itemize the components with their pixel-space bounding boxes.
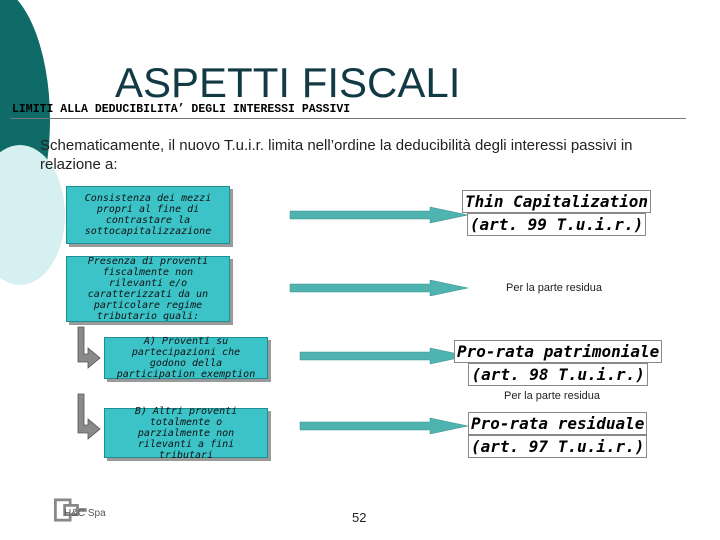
- result-thin-cap-line1: Thin Capitalization: [462, 190, 652, 213]
- intro-text: Schematicamente, il nuovo T.u.i.r. limit…: [40, 137, 633, 173]
- note-parte-residua-2: Per la parte residua: [504, 390, 600, 402]
- arrow-to-pro-rata-residuale: [299, 417, 469, 435]
- slide-subtitle: LIMITI ALLA DEDUCIBILITA’ DEGLI INTERESS…: [12, 103, 351, 116]
- result-thin-capitalization: Thin Capitalization (art. 99 T.u.i.r.): [462, 190, 652, 236]
- result-pro-rata-patrimoniale: Pro-rata patrimoniale (art. 98 T.u.i.r.): [454, 340, 663, 386]
- arrow-to-thin-cap: [289, 206, 469, 224]
- box-altri-proventi: B) Altri proventi totalmente o parzialme…: [104, 406, 268, 461]
- company-logo-text: H&C Spa: [64, 508, 106, 519]
- result-residuale-line1: Pro-rata residuale: [468, 412, 648, 435]
- arrow-to-residua-1: [289, 279, 469, 297]
- box-mezzi-propri: Consistenza dei mezzi propri al fine di …: [66, 186, 230, 244]
- arrow-to-pro-rata-patrimoniale: [299, 347, 469, 365]
- result-patrimoniale-line1: Pro-rata patrimoniale: [454, 340, 663, 363]
- result-residuale-line2: (art. 97 T.u.i.r.): [468, 435, 648, 458]
- slide-title: ASPETTI FISCALI: [115, 59, 461, 106]
- bent-arrow-a: [77, 326, 101, 369]
- page-number: 52: [352, 510, 367, 525]
- bent-arrow-b: [77, 393, 101, 440]
- result-thin-cap-line2: (art. 99 T.u.i.r.): [466, 213, 647, 236]
- title-divider: [10, 118, 686, 119]
- box-proventi-partecipazioni: A) Proventi su partecipazioni che godono…: [104, 336, 268, 380]
- box-proventi: Presenza di proventi fiscalmente non ril…: [66, 256, 230, 322]
- company-logo-icon: [54, 498, 87, 522]
- result-pro-rata-residuale: Pro-rata residuale (art. 97 T.u.i.r.): [468, 412, 648, 458]
- result-patrimoniale-line2: (art. 98 T.u.i.r.): [468, 363, 648, 386]
- note-parte-residua-1: Per la parte residua: [506, 282, 602, 294]
- large-dark-circle: [0, 0, 50, 254]
